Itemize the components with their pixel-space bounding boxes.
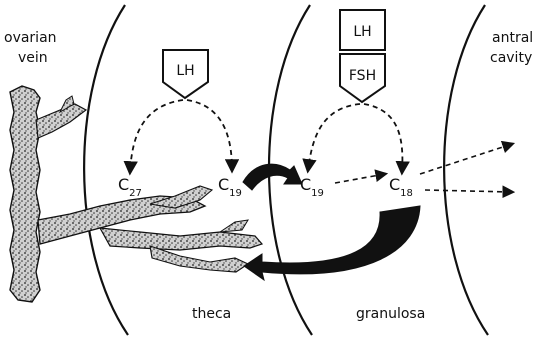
c19-to-c18-dashed-arrow <box>335 174 385 183</box>
c27-label: C27 <box>118 175 142 199</box>
c19-granulosa-label: C19 <box>300 175 324 199</box>
fsh-to-c19-dashed-arrow <box>308 104 360 170</box>
theca-label: theca <box>192 306 231 322</box>
c18-to-antrum-dashed-arrow-lower <box>425 190 512 192</box>
granulosa-label: granulosa <box>356 306 425 322</box>
c18-label: C18 <box>389 175 413 199</box>
lh-to-c19-dashed-arrow <box>187 100 232 170</box>
lh-to-c27-dashed-arrow <box>130 100 183 172</box>
theca-outer-boundary <box>84 5 128 335</box>
c19-transfer-black-arrow <box>243 164 302 190</box>
antral-cavity-label-line1: antral <box>492 30 533 46</box>
lh-granulosa-label: LH <box>353 24 371 40</box>
c19-theca-label: C19 <box>218 175 242 199</box>
ovarian-vein-label-line1: ovarian <box>4 30 57 46</box>
c18-to-antrum-dashed-arrow-upper <box>420 144 512 174</box>
lh-theca-box: LH <box>163 50 208 98</box>
fsh-to-c18-dashed-arrow <box>364 104 402 172</box>
lh-fsh-granulosa-box: LH FSH <box>340 10 385 102</box>
ovarian-vein-label-line2: vein <box>18 50 48 66</box>
c18-to-vein-black-arrow <box>244 206 420 280</box>
lh-theca-label: LH <box>176 63 194 79</box>
antral-cavity-label-line2: cavity <box>490 50 532 66</box>
granulosa-antrum-boundary <box>444 5 488 335</box>
fsh-granulosa-label: FSH <box>349 68 376 84</box>
